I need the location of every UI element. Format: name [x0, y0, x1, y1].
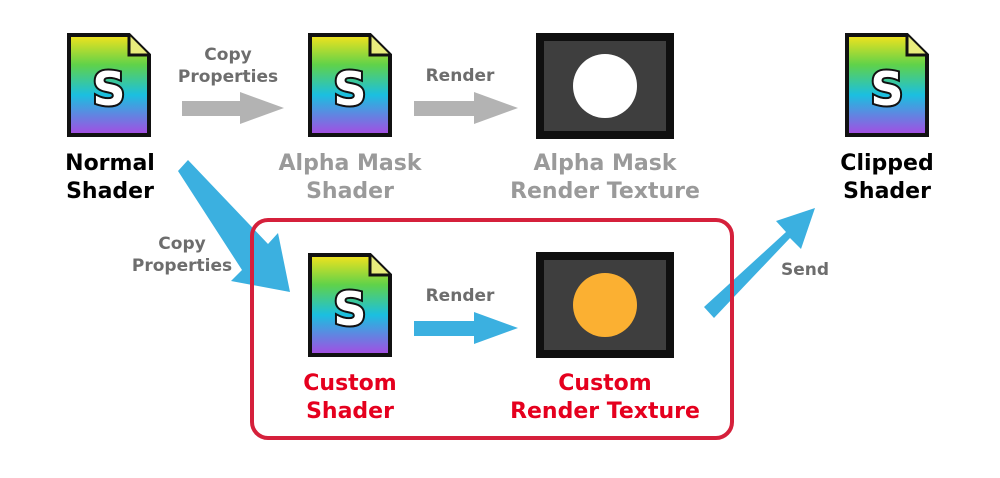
custom-shader-label: Custom Shader	[303, 371, 397, 424]
render-top-label: Render	[425, 66, 495, 86]
arrow-render-top	[414, 92, 518, 124]
clipped-shader-icon: S	[845, 33, 929, 137]
custom-render-texture-label: Custom Render Texture	[510, 371, 700, 424]
normal-shader-label: Normal Shader	[65, 151, 155, 204]
custom-pipeline-highlight-box	[250, 218, 734, 440]
alpha-mask-render-texture	[536, 33, 674, 139]
copy-properties-bottom-label: Copy Properties	[131, 234, 233, 276]
clipped-shader-icon-letter: S	[870, 62, 903, 116]
alpha-mask-render-texture-label: Alpha Mask Render Texture	[510, 151, 700, 204]
alpha-mask-shader-icon: S	[308, 33, 392, 137]
alpha-mask-shader-label: Alpha Mask Shader	[278, 151, 422, 204]
normal-shader-icon-letter: S	[92, 62, 125, 116]
orange-circle-shape	[573, 273, 637, 337]
arrow-render-bottom	[414, 312, 518, 344]
clipped-shader-label: Clipped Shader	[840, 151, 934, 204]
arrow-copy-properties-top	[182, 92, 284, 124]
normal-shader-icon: S	[67, 33, 151, 137]
render-bottom-label: Render	[425, 286, 495, 306]
custom-shader-icon: S	[308, 253, 392, 357]
white-circle-shape	[573, 54, 637, 118]
copy-properties-top-label: Copy Properties	[177, 45, 279, 87]
custom-shader-icon-letter: S	[333, 282, 366, 336]
custom-render-texture	[536, 252, 674, 358]
arrow-copy-properties-bottom	[178, 160, 290, 292]
send-label: Send	[780, 260, 830, 280]
alpha-mask-shader-icon-letter: S	[333, 62, 366, 116]
